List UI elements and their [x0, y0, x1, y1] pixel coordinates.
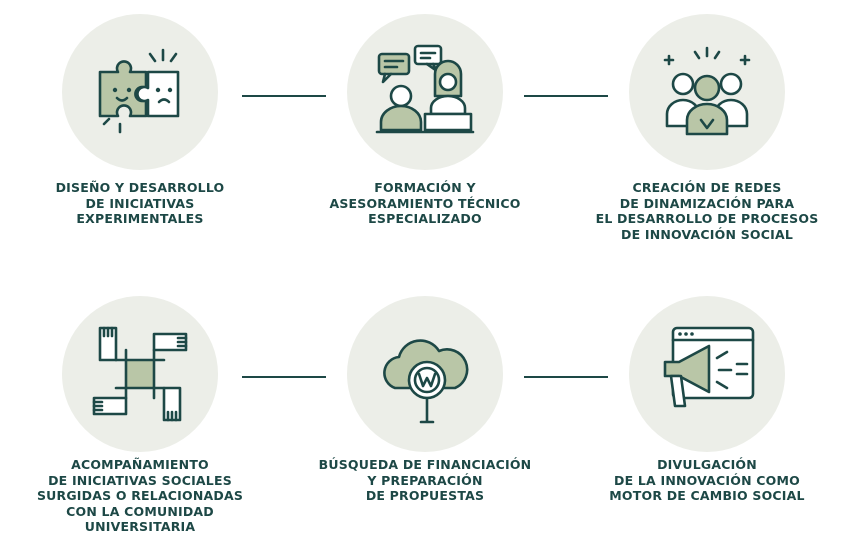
megaphone-icon [663, 326, 755, 408]
connector-line [524, 376, 608, 378]
connector-line [242, 376, 326, 378]
connector-line [242, 95, 326, 97]
circle-item-3 [629, 14, 785, 170]
puzzle-icon [98, 48, 180, 134]
circle-item-1 [62, 14, 218, 170]
training-icon [375, 44, 475, 134]
circle-item-2 [347, 14, 503, 170]
circle-item-5 [347, 296, 503, 452]
funding-search-icon [383, 339, 469, 424]
connector-line [524, 95, 608, 97]
circle-item-4 [62, 296, 218, 452]
circle-item-6 [629, 296, 785, 452]
network-people-icon [663, 46, 751, 136]
joined-hands-icon [92, 326, 188, 422]
